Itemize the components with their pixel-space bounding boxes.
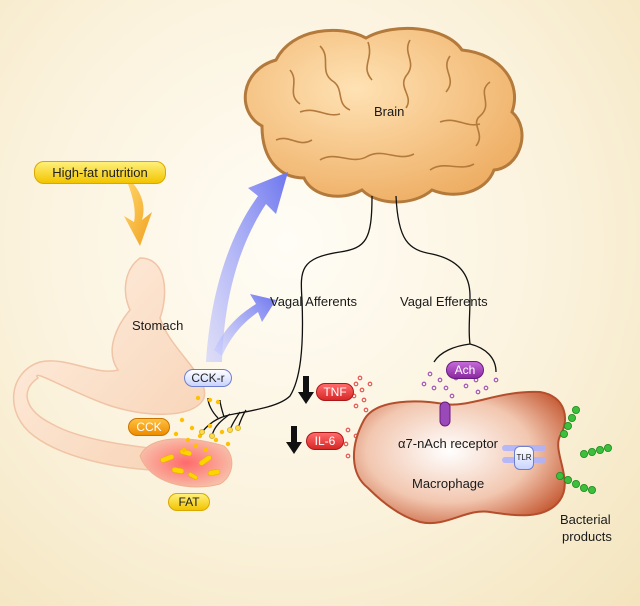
afferent-arrows (206, 172, 288, 362)
cck-r-badge: CCK-r (184, 369, 232, 387)
il6-badge: IL-6 (306, 432, 344, 450)
fat-region (139, 438, 233, 488)
bacterial-products-label-line2: products (562, 529, 612, 544)
tnf-decrease-arrow (298, 376, 314, 404)
orange-arrow (124, 182, 152, 246)
brain-shape (243, 26, 524, 204)
macrophage-label: Macrophage (412, 476, 485, 491)
vagal-efferents-label: Vagal Efferents (400, 294, 488, 309)
brain-label: Brain (374, 104, 405, 119)
brain-illustration (243, 26, 524, 204)
fat-badge: FAT (168, 493, 210, 511)
stomach-label: Stomach (132, 318, 184, 333)
ach-badge: Ach (446, 361, 484, 379)
decrease-arrows (286, 376, 314, 454)
macrophage-cell (352, 390, 567, 525)
cck-receptor-tips (199, 425, 241, 439)
big-blue-arrow (206, 172, 288, 362)
small-blue-arrow (214, 294, 276, 356)
stomach-shape (12, 257, 206, 471)
brain-folds (275, 39, 491, 171)
receptor-icon (439, 401, 451, 427)
high-fat-nutrition-badge: High-fat nutrition (34, 161, 166, 184)
cck-dots (173, 395, 231, 453)
bacterial-products-label-line1: Bacterial (560, 512, 611, 527)
cck-badge: CCK (128, 418, 170, 436)
receptor-label: α7-nAch receptor (398, 436, 499, 451)
stomach-illustration (12, 257, 233, 488)
bacteria-icon (556, 405, 613, 494)
tnf-badge: TNF (316, 383, 354, 401)
tlr-badge: TLR (514, 446, 534, 470)
vagal-afferents-label: Vagal Afferents (270, 294, 357, 309)
il6-decrease-arrow (286, 426, 302, 454)
nerve-lines (201, 195, 497, 437)
